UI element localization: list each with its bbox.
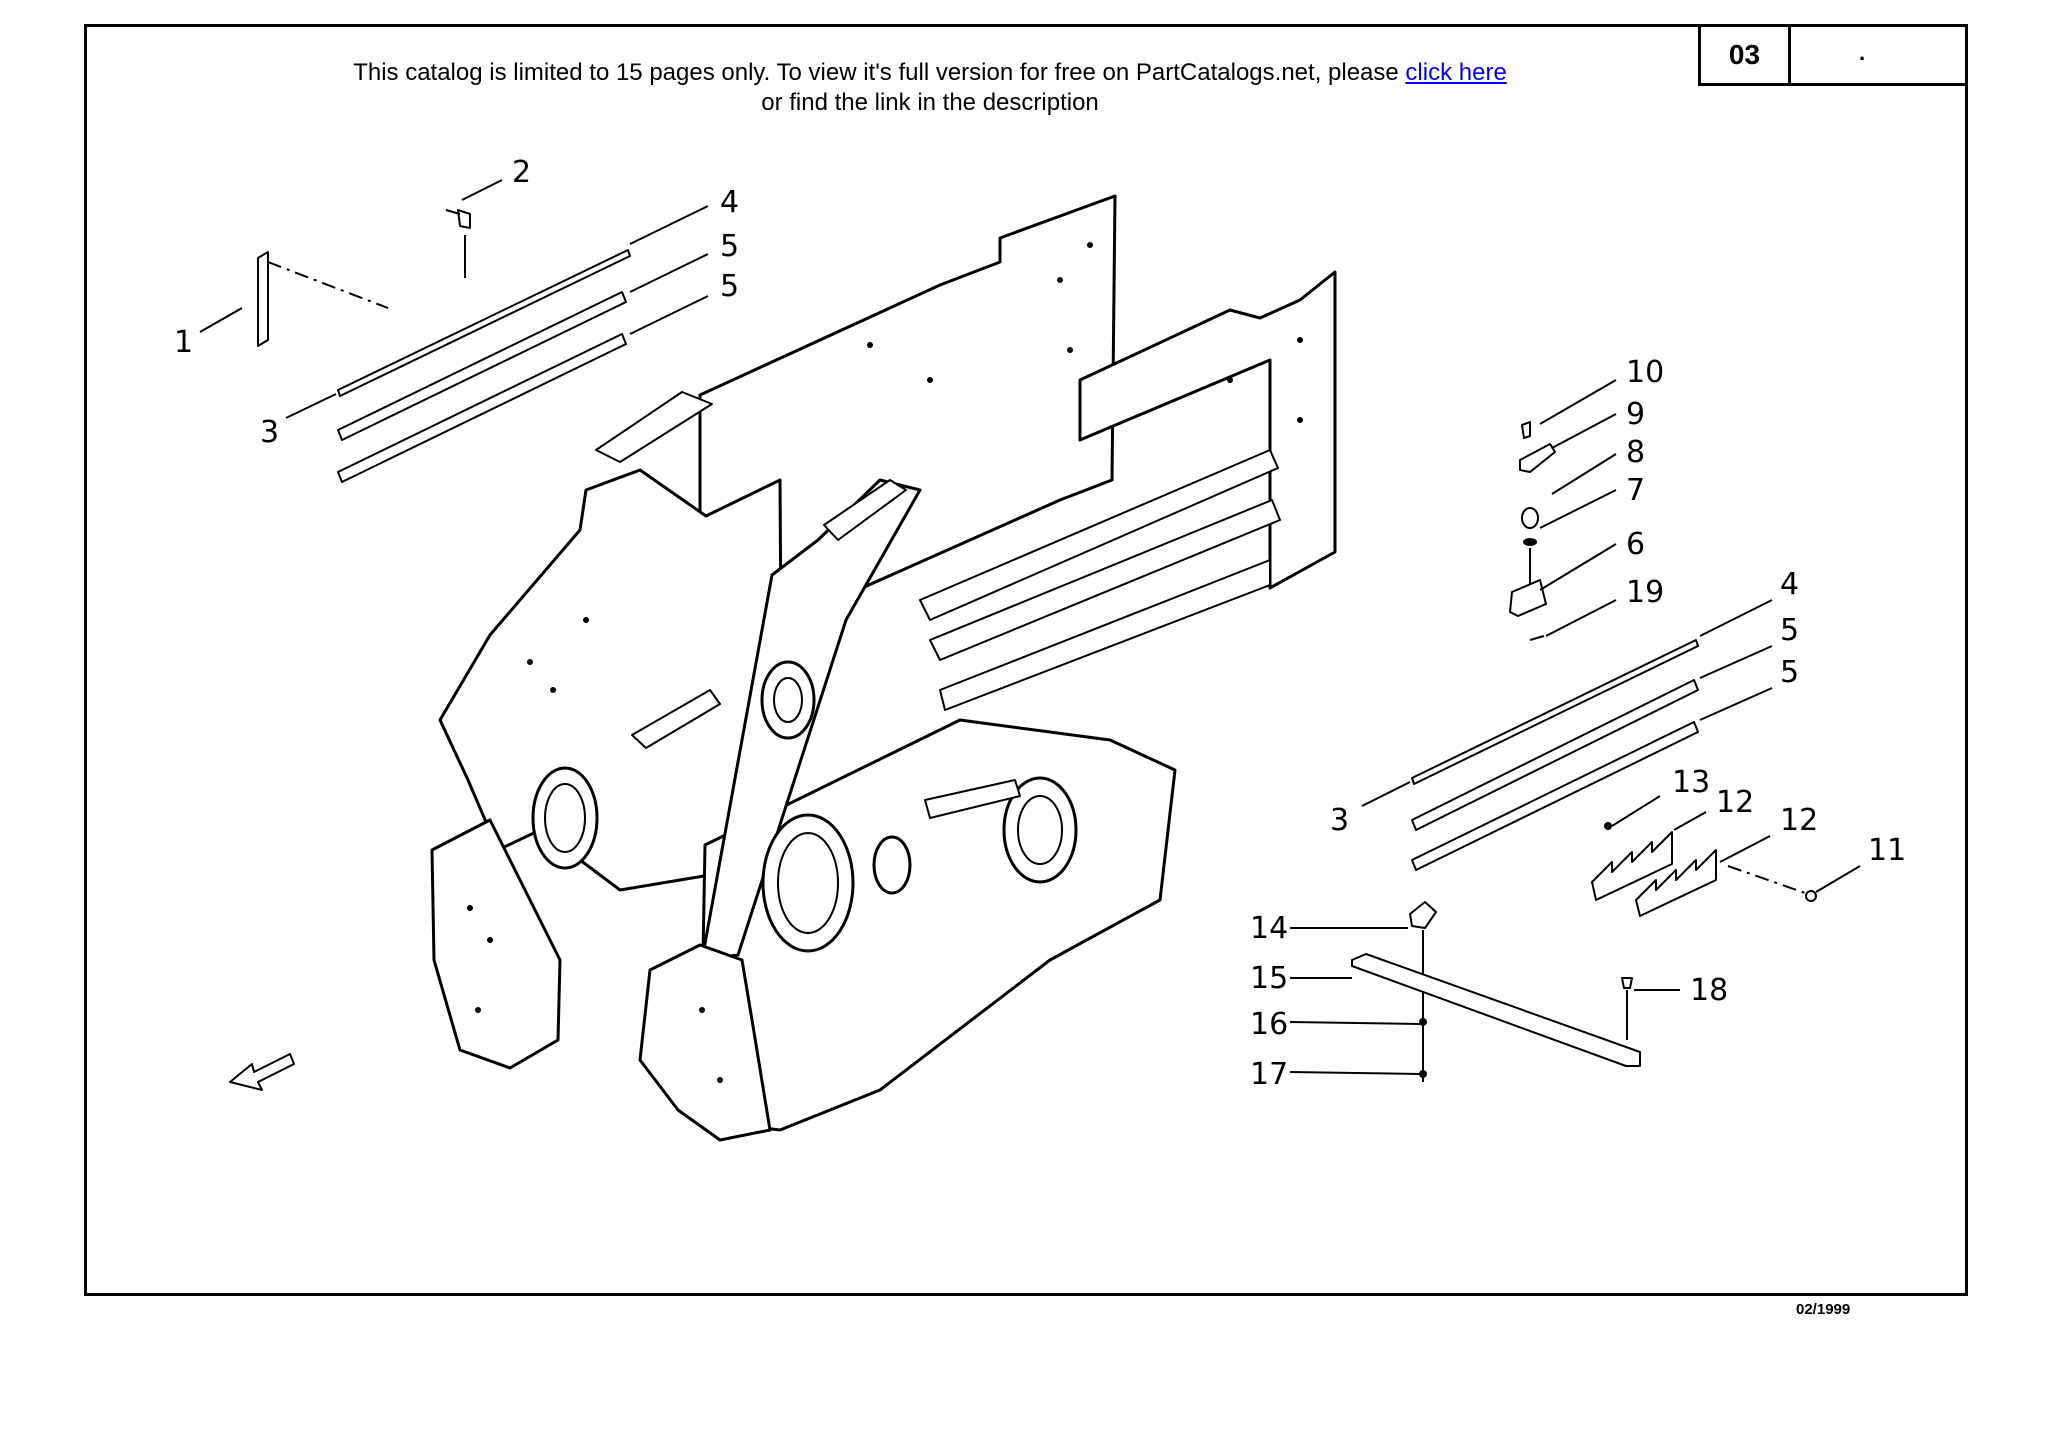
- callout-8: 8: [1626, 435, 1645, 470]
- callout-18: 18: [1690, 973, 1728, 1008]
- callout-16: 16: [1250, 1007, 1288, 1042]
- callout-13: 13: [1672, 765, 1710, 800]
- callout-12: 12: [1716, 785, 1754, 820]
- part-3-4-5-strips-right[interactable]: [1411, 639, 1699, 871]
- callout-19: 19: [1626, 575, 1664, 610]
- drawing-frame: [84, 24, 1968, 1296]
- callout-17: 17: [1250, 1057, 1288, 1092]
- callout-9: 9: [1626, 397, 1645, 432]
- callout-5-right: 5: [1780, 613, 1799, 648]
- banner-text: This catalog is limited to 15 pages only…: [353, 59, 1406, 86]
- direction-arrow-icon: [229, 1053, 295, 1091]
- callout-4-right: 4: [1780, 567, 1799, 602]
- callout-1: 1: [174, 325, 193, 360]
- callout-4: 4: [720, 185, 739, 220]
- part-11-12-13-knives[interactable]: [1591, 822, 1817, 917]
- callout-5-second: 5: [720, 269, 739, 304]
- page-box-mark: .: [1859, 40, 1866, 65]
- callout-2: 2: [512, 155, 531, 190]
- revision-date: 02/1999: [1796, 1301, 1851, 1318]
- part-14-18-bar[interactable]: [1351, 901, 1641, 1082]
- callout-12-second: 12: [1780, 803, 1818, 838]
- click-here-link[interactable]: click here: [1405, 59, 1507, 86]
- part-2-bolt[interactable]: [445, 209, 471, 278]
- callout-7: 7: [1626, 473, 1645, 508]
- banner-text-line2: or find the link in the description: [761, 89, 1099, 116]
- page-number: 03: [1701, 26, 1791, 83]
- callout-15: 15: [1250, 961, 1288, 996]
- callout-3: 3: [260, 415, 279, 450]
- callout-6: 6: [1626, 527, 1645, 562]
- page-number-box: 03 .: [1698, 26, 1966, 86]
- part-1-plate[interactable]: [257, 251, 389, 347]
- part-3-4-5-strips-left[interactable]: [337, 249, 631, 483]
- callout-10: 10: [1626, 355, 1664, 390]
- callout-5-right-second: 5: [1780, 655, 1799, 690]
- callout-11: 11: [1868, 833, 1906, 868]
- leader-lines: [199, 179, 1861, 1075]
- main-frame-assembly: [430, 194, 1337, 1142]
- part-6-10-stack[interactable]: [1509, 421, 1556, 641]
- catalog-limit-banner: This catalog is limited to 15 pages only…: [250, 58, 1610, 118]
- callout-14: 14: [1250, 911, 1288, 946]
- callout-3-right: 3: [1330, 803, 1349, 838]
- callout-5: 5: [720, 229, 739, 264]
- callout-numbers: 1 2 4 5 5 3 10 9 8 7 6 19 4 5 5 3 13 12 …: [174, 155, 1906, 1092]
